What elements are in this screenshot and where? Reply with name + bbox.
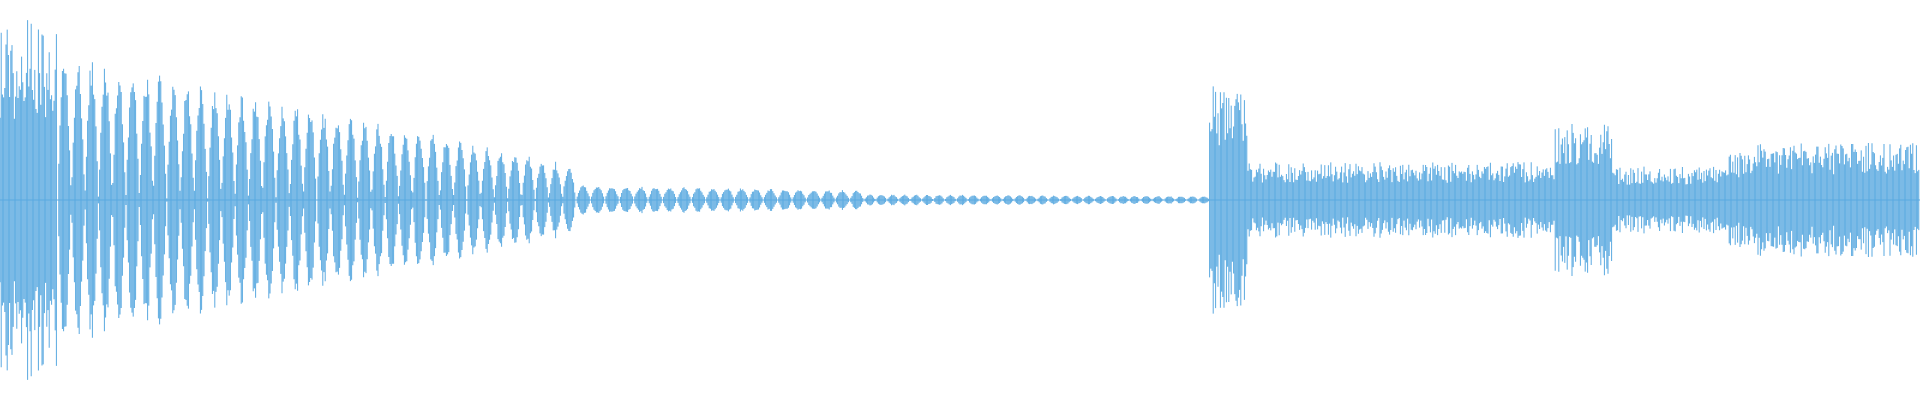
waveform-graphic — [0, 20, 1920, 380]
